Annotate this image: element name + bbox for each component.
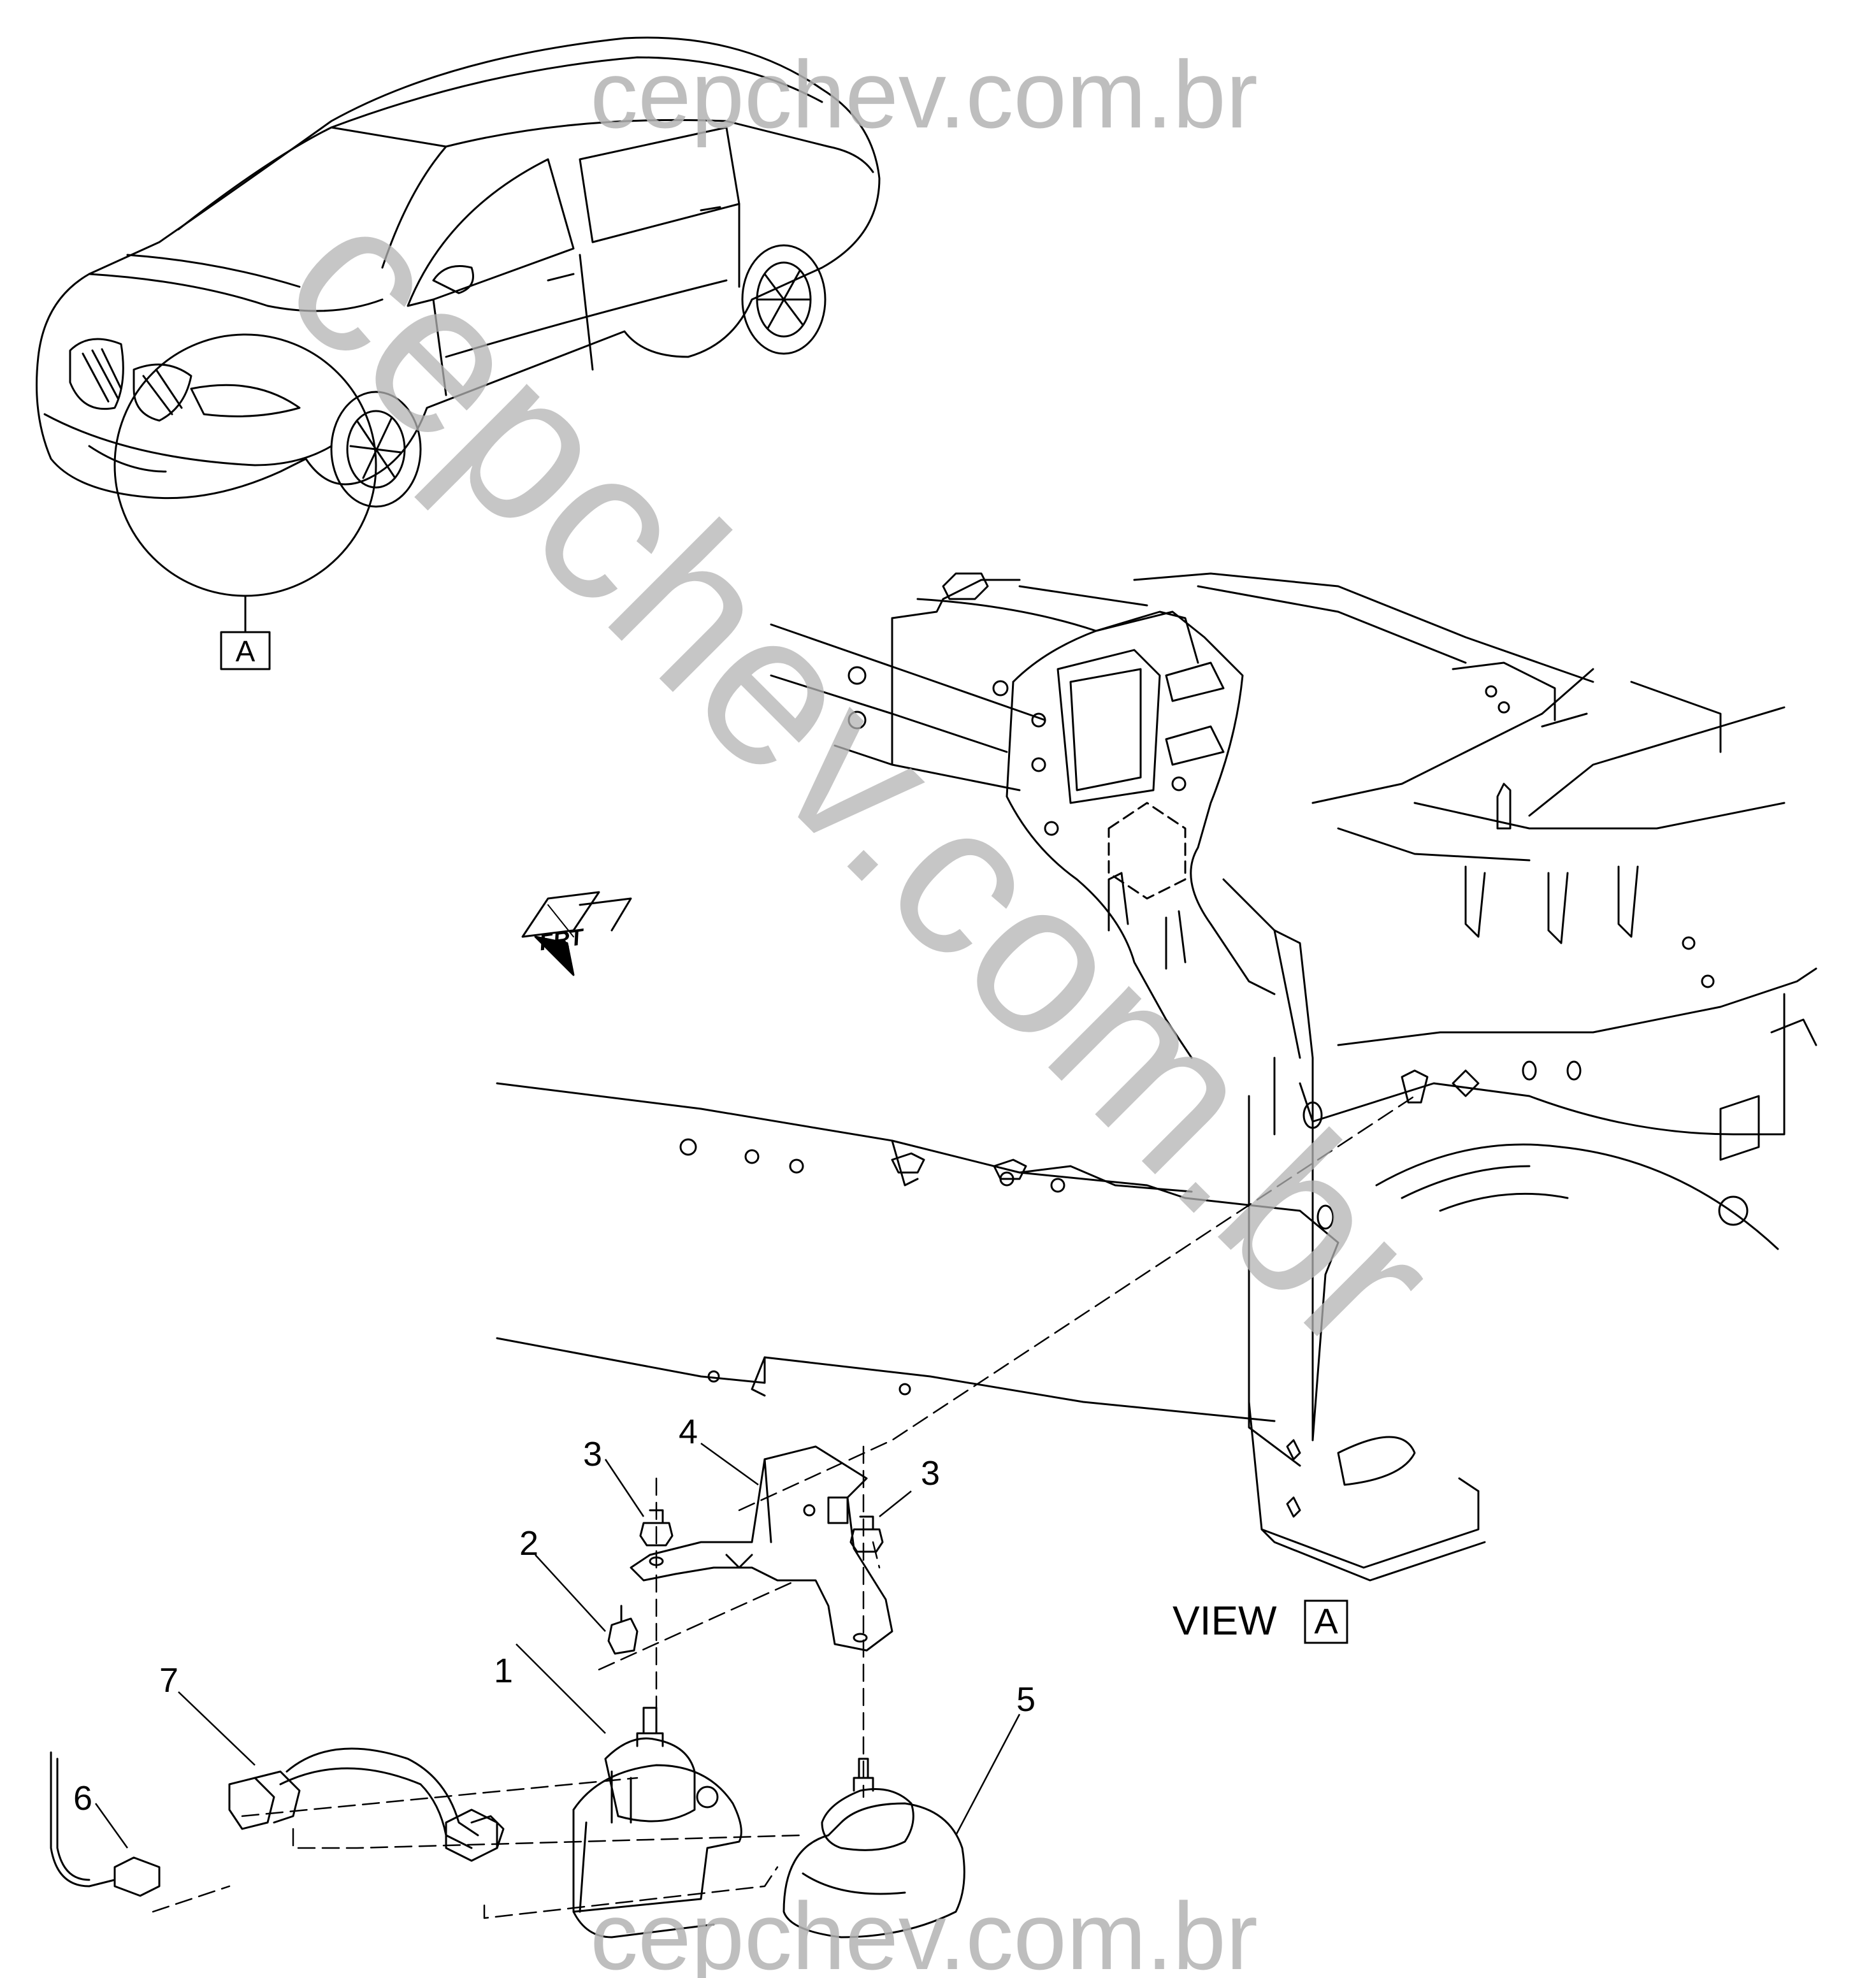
connector-icon xyxy=(50,1747,505,1897)
frame-assembly xyxy=(496,572,1817,1582)
callout-4: 4 xyxy=(679,1413,698,1451)
callout-labels: 1 2 3 3 4 5 6 7 xyxy=(73,1413,1035,1817)
bracket-icon xyxy=(630,1445,893,1652)
view-title-box xyxy=(1304,1599,1348,1644)
horn-icon xyxy=(783,1758,965,1938)
callout-5: 5 xyxy=(1016,1680,1035,1719)
callout-2: 2 xyxy=(519,1524,538,1563)
callout-3-left: 3 xyxy=(583,1435,602,1473)
horn-icon xyxy=(572,1707,742,1938)
callout-7: 7 xyxy=(159,1661,178,1700)
watermarks: cepchev.com.br cepchev.com.br cepchev.co… xyxy=(240,41,1482,1978)
frt-label: FRT xyxy=(538,923,587,956)
callout-6: 6 xyxy=(73,1779,92,1817)
vehicle-icon xyxy=(36,36,881,632)
view-a-callout-letter: A xyxy=(236,635,256,668)
callout-3-right: 3 xyxy=(921,1454,940,1492)
frt-arrow-icon xyxy=(521,891,632,976)
nut-icon xyxy=(639,1509,884,1553)
view-title-letter: A xyxy=(1314,1601,1338,1641)
watermark-diagonal: cepchev.com.br xyxy=(240,155,1482,1397)
bolt-icon xyxy=(607,1605,639,1655)
view-a-callout-box xyxy=(220,631,271,670)
callout-leaders xyxy=(94,1442,1021,1849)
view-title-label: VIEW xyxy=(1172,1598,1277,1643)
alignment-lines xyxy=(152,1095,1416,1919)
watermark-top: cepchev.com.br xyxy=(590,41,1258,148)
callout-1: 1 xyxy=(494,1652,513,1690)
watermark-bottom: cepchev.com.br xyxy=(590,1882,1258,1978)
